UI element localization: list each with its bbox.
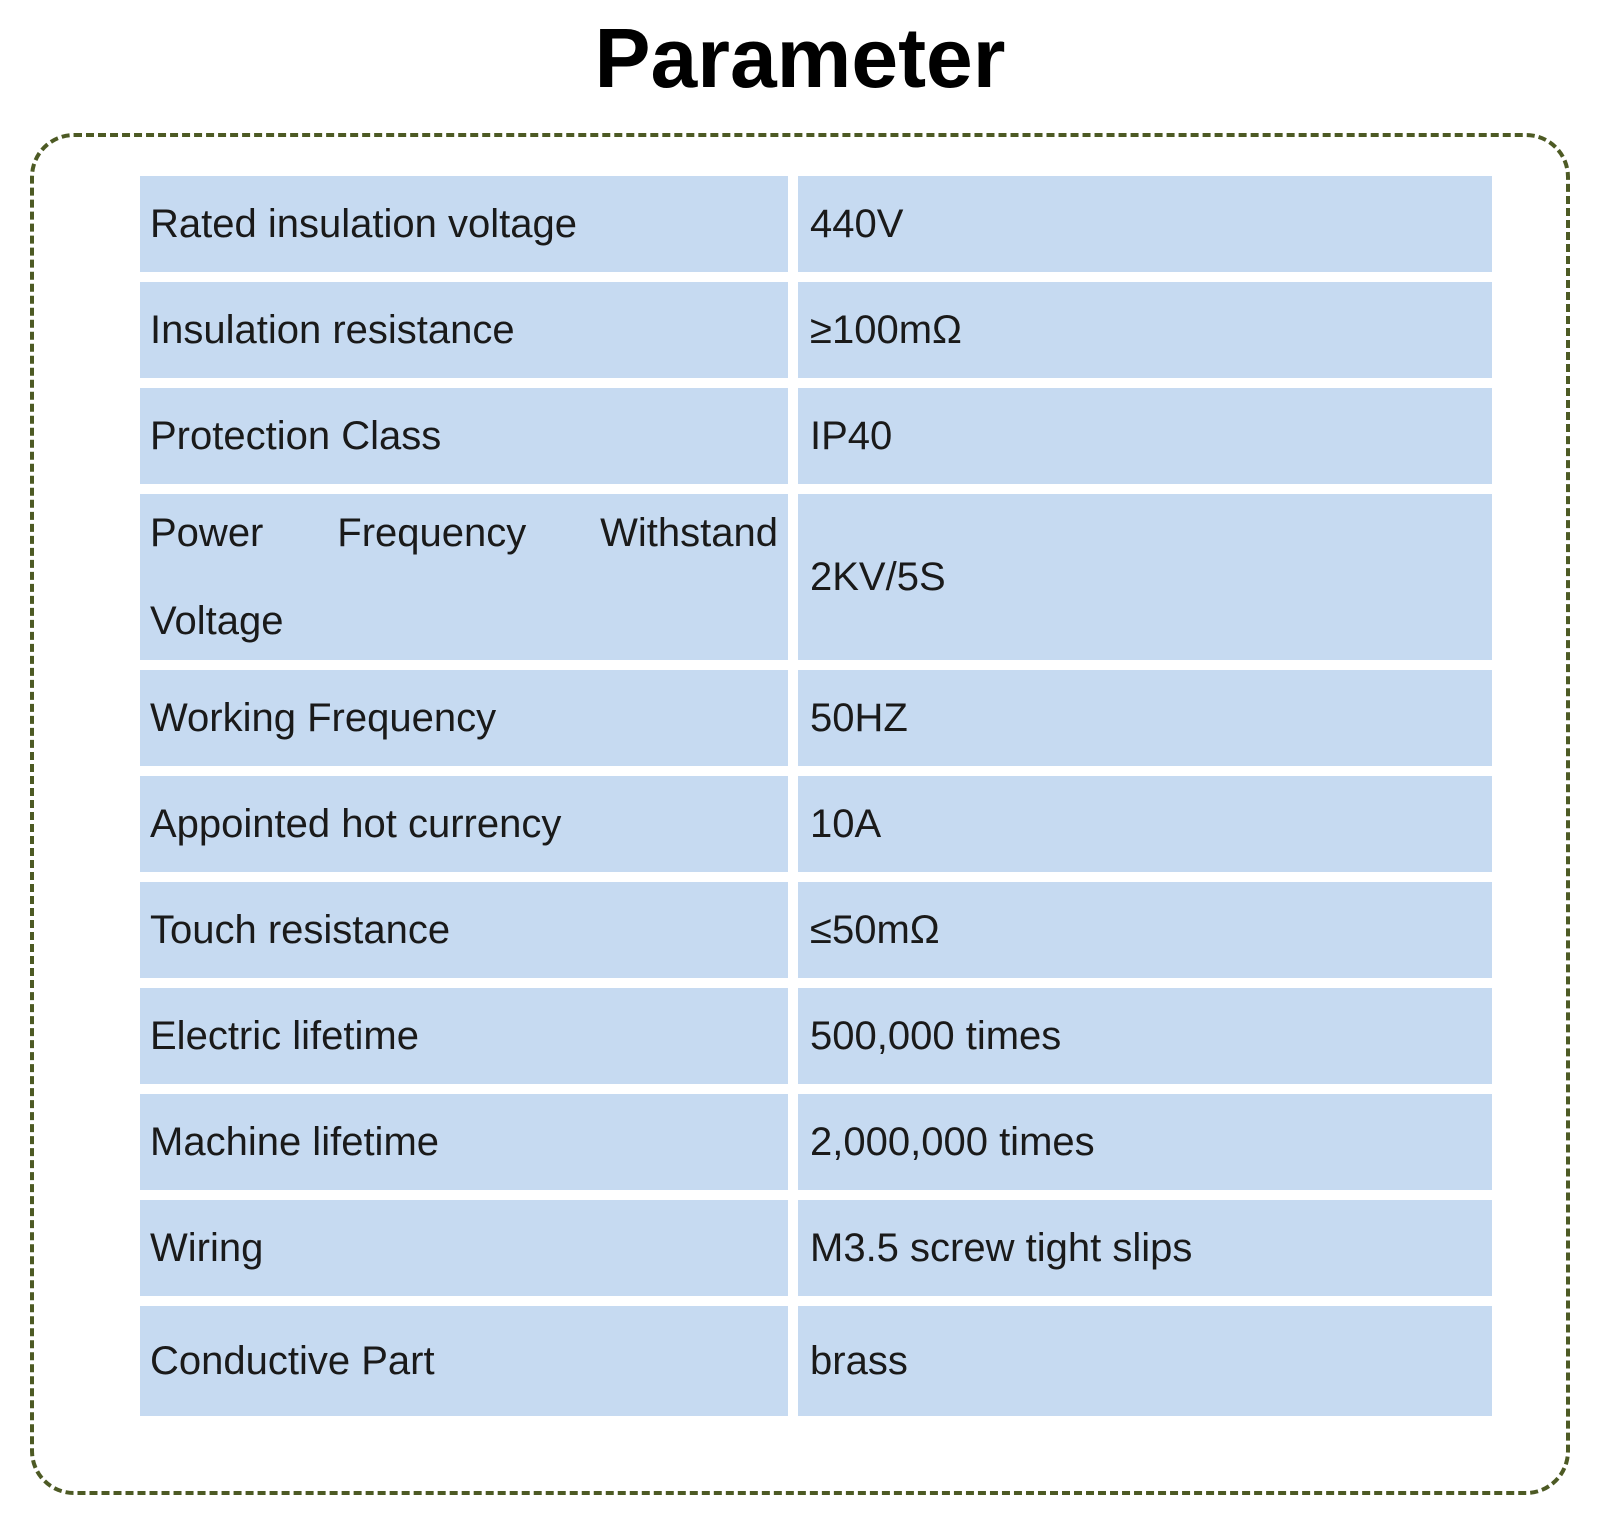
param-value: IP40 bbox=[798, 388, 1492, 484]
param-value: 2,000,000 times bbox=[798, 1094, 1492, 1190]
param-label: Electric lifetime bbox=[140, 988, 788, 1084]
param-label: Power Frequency Withstand Voltage bbox=[140, 494, 788, 660]
table-row: Conductive Part brass bbox=[140, 1306, 1492, 1416]
table-row: Touch resistance ≤50mΩ bbox=[140, 882, 1492, 978]
table-row: Rated insulation voltage 440V bbox=[140, 176, 1492, 272]
dashed-frame bbox=[30, 133, 1570, 1495]
param-label: Working Frequency bbox=[140, 670, 788, 766]
param-label: Wiring bbox=[140, 1200, 788, 1296]
param-label: Conductive Part bbox=[140, 1306, 788, 1416]
param-label: Protection Class bbox=[140, 388, 788, 484]
table-row: Power Frequency Withstand Voltage 2KV/5S bbox=[140, 494, 1492, 660]
param-value: M3.5 screw tight slips bbox=[798, 1200, 1492, 1296]
param-value: 440V bbox=[798, 176, 1492, 272]
table-row: Wiring M3.5 screw tight slips bbox=[140, 1200, 1492, 1296]
page-title: Parameter bbox=[594, 11, 1006, 105]
table-row: Machine lifetime 2,000,000 times bbox=[140, 1094, 1492, 1190]
param-value: ≥100mΩ bbox=[798, 282, 1492, 378]
table-row: Electric lifetime 500,000 times bbox=[140, 988, 1492, 1084]
table-row: Protection Class IP40 bbox=[140, 388, 1492, 484]
param-value: 10A bbox=[798, 776, 1492, 872]
param-label: Touch resistance bbox=[140, 882, 788, 978]
param-value: 500,000 times bbox=[798, 988, 1492, 1084]
table-row: Appointed hot currency 10A bbox=[140, 776, 1492, 872]
param-label: Rated insulation voltage bbox=[140, 176, 788, 272]
param-label: Machine lifetime bbox=[140, 1094, 788, 1190]
param-value: brass bbox=[798, 1306, 1492, 1416]
table-row: Working Frequency 50HZ bbox=[140, 670, 1492, 766]
table-row: Insulation resistance ≥100mΩ bbox=[140, 282, 1492, 378]
param-value: 50HZ bbox=[798, 670, 1492, 766]
param-value: 2KV/5S bbox=[798, 494, 1492, 660]
param-label: Insulation resistance bbox=[140, 282, 788, 378]
parameter-table: Rated insulation voltage 440V Insulation… bbox=[140, 176, 1492, 1416]
param-value: ≤50mΩ bbox=[798, 882, 1492, 978]
param-label: Appointed hot currency bbox=[140, 776, 788, 872]
